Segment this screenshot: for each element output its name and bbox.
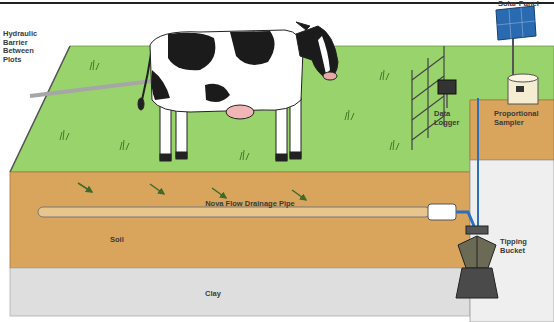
part-label: Solar Panel <box>498 0 554 9</box>
flow-arrows <box>78 183 306 200</box>
frame-line <box>0 2 554 4</box>
plot-edge <box>10 46 70 172</box>
soil-side <box>470 100 554 160</box>
cow <box>138 22 338 161</box>
tipping-bucket <box>456 226 498 298</box>
part-label: Proportional Sampler <box>494 110 552 127</box>
panel-grid <box>497 8 535 40</box>
drainage-pipe <box>38 207 430 217</box>
fence <box>412 46 444 150</box>
part-label: Nova Flow Drainage Pipe <box>180 200 320 209</box>
pipe-outlet <box>428 204 456 220</box>
proportional-sampler <box>508 74 538 104</box>
clay-layer <box>10 268 470 316</box>
part-label: Hydraulic Barrier Between Plots <box>3 30 47 64</box>
part-label: Data Logger <box>434 110 468 127</box>
part-label: Soil <box>110 236 150 245</box>
logger-post <box>446 94 448 108</box>
sample-tube <box>477 98 479 228</box>
solar-panel <box>496 6 536 40</box>
part-label: Clay <box>205 290 245 299</box>
outlet-tube <box>456 212 474 226</box>
part-label: Tipping Bucket <box>500 238 544 255</box>
data-logger <box>438 80 456 94</box>
soil-layer <box>10 172 470 268</box>
